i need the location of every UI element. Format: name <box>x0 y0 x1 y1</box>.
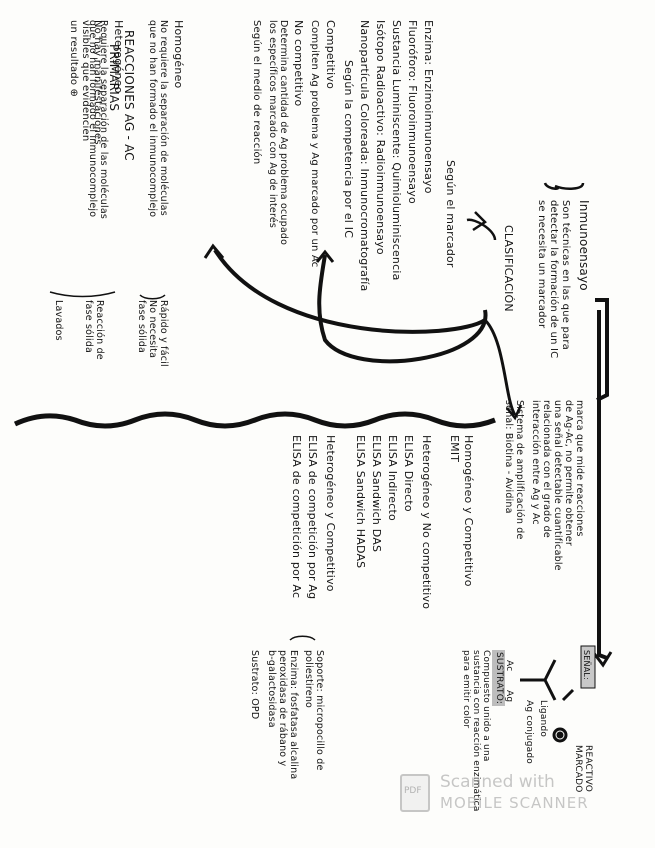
marcador-5: Nanopartícula Coloreada: Inmunocromatogr… <box>358 20 371 291</box>
ligando-label: Ligando <box>536 700 549 737</box>
elisa-enzima: Enzima: fosfatasa alcalina peroxidasa de… <box>266 650 299 779</box>
heading-brace <box>545 183 583 189</box>
clasificacion-label: CLASIFICACIÓN <box>502 225 515 312</box>
inmuno-definition: Son técnicas en las que para detectar la… <box>535 200 571 358</box>
ag-conjugado-label: Ag conjugado <box>522 700 535 764</box>
pdf-icon: PDF <box>400 774 430 812</box>
elisa-comp-item-2: ELISA de competición por Ac <box>290 435 303 598</box>
heterogeneo-bracket2: Lavados <box>52 300 65 341</box>
senal-label: SEÑAL: <box>580 650 593 680</box>
marcador-2: Fluoróforo: Fluoroinmunoensayo <box>406 20 419 204</box>
elisa-hom-comp: Homogéneo y Competitivo EMIT <box>447 435 475 587</box>
elisa-soporte: Soporte: micropocillo de poliestireno <box>303 650 325 771</box>
homogeneo-text: No requiere la separación de moléculas q… <box>147 20 169 217</box>
segun-medio: Según el medio de reacción <box>250 20 263 164</box>
no-competitivo-text: Determina cantidad de Ag problema ocupad… <box>267 20 289 245</box>
heterogeneo-bracket1: Reacción de fase sólida <box>83 300 105 360</box>
elisa-item-1: ELISA Directo <box>402 435 415 512</box>
elisa-comp-item-1: ELISA de competición por Ag <box>306 435 319 599</box>
segun-marcador: Según el marcador <box>444 160 457 268</box>
scanner-watermark: PDF Scanned with MOBILE SCANNER <box>400 768 610 824</box>
homogeneo-title: Homogéneo <box>172 20 185 88</box>
competitivo-title: Competitivo <box>324 20 337 89</box>
wavy-divider <box>15 414 495 426</box>
inmuno-marca: marca que mide reacciones de Ag-Ac, no p… <box>530 400 585 571</box>
arrow-head-right <box>593 652 611 665</box>
competitivo-text: Compiten Ag problema y Ag marcado por un… <box>308 20 321 267</box>
elisa-sustrato: Sustrato: OPD <box>248 650 261 719</box>
heterogeneo-title: Heterogéneo <box>112 20 125 94</box>
heterogeneo-text: Requiere la separación de las moléculas … <box>87 20 109 219</box>
marcador-4: Isótopo Radioactivo: Radioinmunoensayo <box>374 20 387 255</box>
marcador-3: Sustancia Luminiscente: Quimioluminiscen… <box>390 20 403 281</box>
elisa-item-2: ELISA Indirecto <box>386 435 399 521</box>
elisa-item-3: ELISA Sandwich DAS <box>370 435 383 552</box>
elisa-het-no-comp: Heterogéneo y No competitivo <box>420 435 433 609</box>
substrato-title: SUSTRATO: <box>492 650 505 706</box>
watermark-line2: MOBILE SCANNER <box>440 794 589 812</box>
watermark-line1: Scanned with <box>440 772 555 792</box>
homogeneo-bracket: Rápido y fácil No necesita fase sólida <box>136 300 169 367</box>
inmuno-heading: Inmunoensayo <box>577 200 590 291</box>
segun-competencia: Según la competencia por el IC <box>342 60 355 238</box>
elisa-het-comp: Heterogéneo y Competitivo <box>324 435 337 592</box>
elisa-item-4: ELISA Sandwich HADAS <box>354 435 367 568</box>
no-competitivo-title: No competitivo <box>292 20 305 106</box>
marcador-1: Enzima: Enzimoinmunoensayo <box>422 20 435 194</box>
inmuno-sistema: Sistema de amplificación de señal: Bioti… <box>503 400 525 540</box>
arrow-clasificacion <box>467 220 495 240</box>
pdf-icon-text: PDF <box>404 786 422 796</box>
